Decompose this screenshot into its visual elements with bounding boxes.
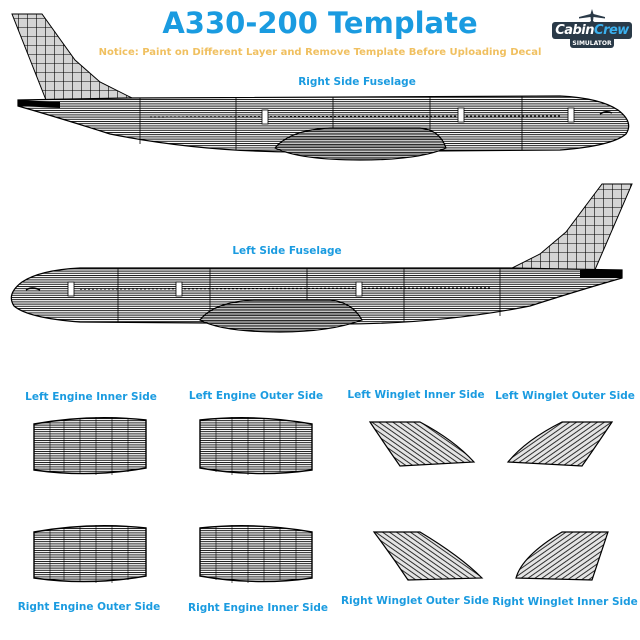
- logo-subtitle: SIMULATOR: [570, 39, 614, 48]
- right-engine-inner-label: Right Engine Inner Side: [188, 602, 328, 614]
- left-engine-outer-label: Left Engine Outer Side: [188, 390, 324, 402]
- left-winglet-outer-label: Left Winglet Outer Side: [495, 390, 635, 402]
- left-fuselage-shape: [10, 183, 633, 333]
- right-fuselage-shape: [11, 13, 630, 161]
- right-winglet-outer-shape: [372, 531, 484, 581]
- left-winglet-inner-label: Left Winglet Inner Side: [347, 389, 485, 401]
- right-engine-outer-label: Right Engine Outer Side: [17, 601, 161, 613]
- notice-text: Notice: Paint on Different Layer and Rem…: [98, 47, 542, 58]
- left-winglet-outer-shape: [506, 421, 614, 467]
- brand-logo: CabinCrew SIMULATOR: [552, 8, 632, 48]
- right-engine-outer-shape: [33, 525, 147, 583]
- left-fuselage-label: Left Side Fuselage: [232, 245, 342, 257]
- left-engine-inner-label: Left Engine Inner Side: [25, 391, 157, 403]
- logo-plane-icon: [579, 9, 605, 23]
- left-engine-inner-shape: [33, 417, 147, 475]
- left-engine-outer-shape: [199, 417, 313, 475]
- right-engine-inner-shape: [199, 525, 313, 583]
- left-winglet-inner-shape: [368, 421, 476, 467]
- right-winglet-inner-label: Right Winglet Inner Side: [492, 596, 638, 608]
- right-winglet-outer-label: Right Winglet Outer Side: [340, 595, 490, 607]
- page-title: A330-200 Template: [162, 6, 478, 40]
- right-fuselage-label: Right Side Fuselage: [298, 76, 416, 88]
- right-winglet-inner-shape: [515, 531, 609, 581]
- logo-brand: CabinCrew: [552, 22, 632, 39]
